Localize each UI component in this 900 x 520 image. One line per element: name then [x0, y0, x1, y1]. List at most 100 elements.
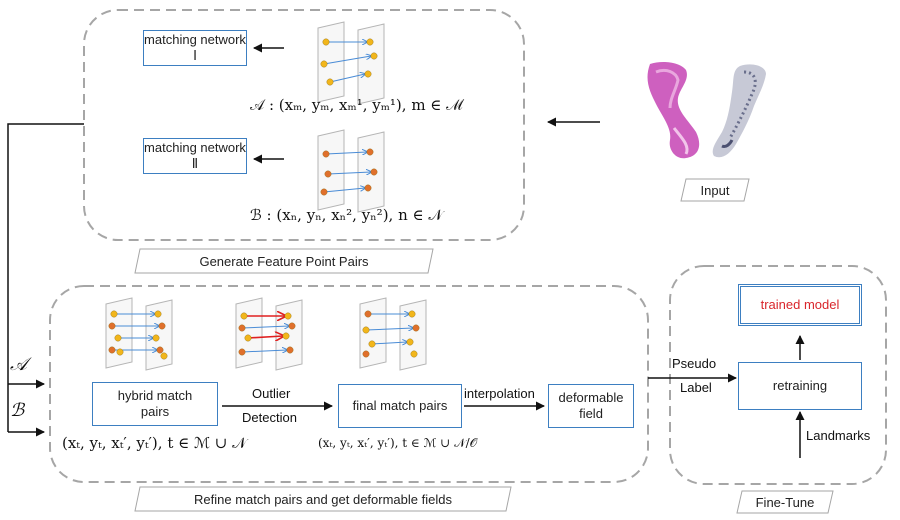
- set-b-label: ℬ: [10, 400, 25, 421]
- finetune-panel-border: [669, 265, 887, 485]
- final-match-pairs-label: final match pairs: [352, 397, 448, 413]
- caption-frame: [134, 486, 512, 512]
- feature-point: [370, 168, 378, 176]
- landmarks-label: Landmarks: [806, 428, 871, 443]
- image-plane-right: [357, 23, 385, 105]
- feature-point: [364, 70, 372, 78]
- refine-panel-caption-text: Refine match pairs and get deformable fi…: [194, 491, 452, 507]
- feature-point: [320, 60, 328, 68]
- feature-point: [238, 324, 246, 332]
- deformable-field-label: deformable field: [558, 389, 624, 421]
- match-line: [241, 326, 289, 328]
- formula-set-b: ℬ : (xₙ, yₙ, xₙ², yₙ²), n ∈ 𝒩: [250, 206, 443, 224]
- feature-point: [158, 322, 166, 330]
- match-line: [323, 188, 365, 193]
- feature-point: [240, 312, 248, 320]
- caption-frame: [134, 248, 434, 274]
- input-tissue-images: [647, 62, 766, 159]
- feature-point: [408, 310, 416, 318]
- feature-point: [324, 170, 332, 178]
- caption-frame: [680, 178, 750, 202]
- feature-point: [362, 350, 370, 358]
- pseudo-label-line2: Label: [680, 380, 712, 395]
- refine-panel-border: [49, 285, 649, 483]
- match-line: [327, 172, 371, 174]
- image-plane-left: [235, 297, 263, 369]
- feature-point: [288, 322, 296, 330]
- image-plane-left: [359, 297, 387, 369]
- match-line: [365, 328, 413, 330]
- feature-point: [368, 340, 376, 348]
- deformable-field-box: deformable field: [548, 384, 634, 428]
- input-caption: Input: [680, 178, 750, 202]
- feature-point: [114, 334, 122, 342]
- match-line: [325, 152, 367, 154]
- matching-network-1-label: matching network Ⅰ: [144, 31, 246, 63]
- feature-point: [110, 310, 118, 318]
- feature-point: [412, 324, 420, 332]
- caption-frame: [736, 490, 834, 514]
- feature-point: [362, 326, 370, 334]
- matching-network-2-box: matching network Ⅱ: [143, 138, 247, 174]
- formula-hybrid-pairs: (xₜ, yₜ, xₜ′, yₜ′), t ∈ ℳ ∪ 𝒩: [62, 434, 247, 452]
- he-stained-tissue: [647, 62, 700, 159]
- feature-point: [364, 310, 372, 318]
- feature-point: [322, 38, 330, 46]
- feature-point: [284, 312, 292, 320]
- trained-model-box: trained model: [738, 284, 862, 326]
- feature-point: [108, 322, 116, 330]
- feature-point: [108, 346, 116, 354]
- feature-point: [156, 346, 164, 354]
- feature-points-illustration-b: [317, 129, 385, 213]
- feature-point: [364, 184, 372, 192]
- feature-point: [116, 348, 124, 356]
- image-plane-left: [105, 297, 133, 369]
- feature-point: [160, 352, 168, 360]
- generate-panel-caption-text: Generate Feature Point Pairs: [199, 253, 369, 269]
- match-line: [323, 56, 371, 65]
- input-caption-text: Input: [700, 182, 730, 198]
- feature-point: [286, 346, 294, 354]
- feature-point: [410, 350, 418, 358]
- feature-point: [238, 348, 246, 356]
- match-line: [371, 342, 407, 344]
- finetune-caption-text: Fine-Tune: [755, 494, 815, 510]
- left-bracket-line: [7, 123, 84, 432]
- feature-point: [152, 334, 160, 342]
- final-match-pairs-box: final match pairs: [338, 384, 462, 428]
- pseudo-label-line1: Pseudo: [672, 356, 717, 371]
- generate-panel-border: [83, 9, 525, 241]
- retraining-label: retraining: [772, 377, 828, 393]
- feature-point: [406, 338, 414, 346]
- refine-panel-caption: Refine match pairs and get deformable fi…: [134, 486, 512, 512]
- outlier-pairs-illustration: [235, 297, 303, 371]
- feature-point: [320, 188, 328, 196]
- feature-point: [366, 148, 374, 156]
- match-line: [329, 74, 365, 83]
- generate-panel-caption: Generate Feature Point Pairs: [134, 248, 434, 274]
- formula-final-pairs: (xₜ, yₜ, xₜ′, yₜ′), t ∈ ℳ ∪ 𝒩/𝒪: [318, 436, 478, 450]
- feature-point: [322, 150, 330, 158]
- outlier-label-line2: Detection: [242, 410, 297, 425]
- feature-point: [244, 334, 252, 342]
- image-plane-left: [317, 129, 345, 211]
- matching-network-1-box: matching network Ⅰ: [143, 30, 247, 66]
- feature-point: [326, 78, 334, 86]
- hybrid-match-pairs-box: hybrid match pairs: [92, 382, 218, 426]
- hybrid-match-pairs-label: hybrid match pairs: [117, 387, 193, 419]
- match-line: [241, 350, 287, 352]
- ihc-stained-tissue: [712, 64, 766, 158]
- hybrid-pairs-illustration: [105, 297, 173, 371]
- final-pairs-illustration: [359, 297, 427, 371]
- retraining-box: retraining: [738, 362, 862, 410]
- formula-set-a: 𝒜 : (xₘ, yₘ, xₘ¹, yₘ¹), m ∈ ℳ: [250, 96, 463, 114]
- outlier-match-line: [247, 336, 283, 338]
- image-plane-right: [399, 299, 427, 371]
- outlier-label-line1: Outlier: [252, 386, 291, 401]
- feature-point: [154, 310, 162, 318]
- feature-point: [370, 52, 378, 60]
- finetune-caption: Fine-Tune: [736, 490, 834, 514]
- feature-point: [282, 332, 290, 340]
